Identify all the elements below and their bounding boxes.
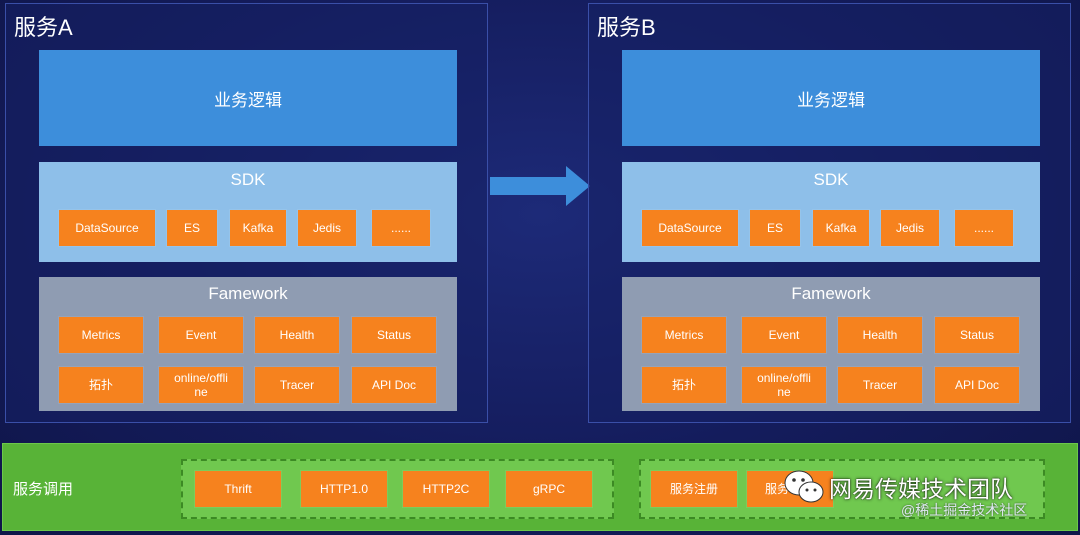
service-a-fw-topology: 拓扑	[59, 367, 143, 403]
protocol-grpc: gRPC	[506, 471, 592, 507]
governance-group: 服务注册 服务	[639, 459, 1045, 519]
service-a-fw-api-doc: API Doc	[352, 367, 436, 403]
service-a-fw-online-offline: online/offli ne	[159, 367, 243, 403]
service-b-fw-tracer: Tracer	[838, 367, 922, 403]
service-b-sdk-kafka: Kafka	[813, 210, 869, 246]
service-call-bar: 服务调用 Thrift HTTP1.0 HTTP2C gRPC 服务注册 服务	[2, 443, 1078, 531]
service-a-fw-status: Status	[352, 317, 436, 353]
watermark-main-text: 网易传媒技术团队	[829, 476, 1013, 502]
service-b-framework-title: Famework	[791, 284, 871, 303]
service-b-fw-health: Health	[838, 317, 922, 353]
service-a-sdk-es: ES	[167, 210, 217, 246]
service-a-business-logic: 业务逻辑	[39, 50, 457, 146]
service-b-fw-online-offline: online/offli ne	[742, 367, 826, 403]
protocol-http1: HTTP1.0	[301, 471, 387, 507]
service-a-fw-metrics: Metrics	[59, 317, 143, 353]
service-b-business-logic: 业务逻辑	[622, 50, 1040, 146]
service-a-fw-tracer: Tracer	[255, 367, 339, 403]
watermark-sub-text: @稀土掘金技术社区	[901, 502, 1028, 518]
service-a-framework-layer: Famework Metrics Event Health Status 拓扑 …	[39, 277, 457, 411]
service-a-sdk-more: ......	[372, 210, 430, 246]
service-b-fw-api-doc: API Doc	[935, 367, 1019, 403]
service-registration: 服务注册	[651, 471, 737, 507]
wechat-logo-icon	[784, 470, 824, 503]
service-call-label: 服务调用	[13, 481, 74, 498]
service-b-sdk-es: ES	[750, 210, 800, 246]
protocol-http2c: HTTP2C	[403, 471, 489, 507]
service-b-sdk-more: ......	[955, 210, 1013, 246]
service-a-sdk-layer: SDK DataSource ES Kafka Jedis ......	[39, 162, 457, 262]
service-b-sdk-layer: SDK DataSource ES Kafka Jedis ......	[622, 162, 1040, 262]
service-b-fw-status: Status	[935, 317, 1019, 353]
watermark: 网易传媒技术团队 @稀土掘金技术社区	[783, 468, 1073, 528]
service-a-title: 服务A	[14, 15, 73, 40]
protocol-group: Thrift HTTP1.0 HTTP2C gRPC	[181, 459, 614, 519]
service-a-sdk-datasource: DataSource	[59, 210, 155, 246]
service-b-sdk-title: SDK	[813, 170, 849, 189]
service-a-framework-title: Famework	[208, 284, 288, 303]
service-b-sdk-jedis: Jedis	[881, 210, 939, 246]
protocol-thrift: Thrift	[195, 471, 281, 507]
service-a-sdk-jedis: Jedis	[298, 210, 356, 246]
service-a-to-b-arrow	[490, 166, 590, 206]
service-b-fw-metrics: Metrics	[642, 317, 726, 353]
service-a-fw-health: Health	[255, 317, 339, 353]
service-b-fw-topology: 拓扑	[642, 367, 726, 403]
service-b-framework-layer: Famework Metrics Event Health Status 拓扑 …	[622, 277, 1040, 411]
service-b-title: 服务B	[597, 15, 656, 40]
service-b-panel: 服务B 业务逻辑 SDK DataSource ES Kafka Jedis .…	[588, 3, 1071, 423]
service-b-sdk-datasource: DataSource	[642, 210, 738, 246]
service-a-fw-event: Event	[159, 317, 243, 353]
service-a-sdk-title: SDK	[230, 170, 266, 189]
service-b-fw-event: Event	[742, 317, 826, 353]
service-a-sdk-kafka: Kafka	[230, 210, 286, 246]
service-a-panel: 服务A 业务逻辑 SDK DataSource ES Kafka Jedis .…	[5, 3, 488, 423]
